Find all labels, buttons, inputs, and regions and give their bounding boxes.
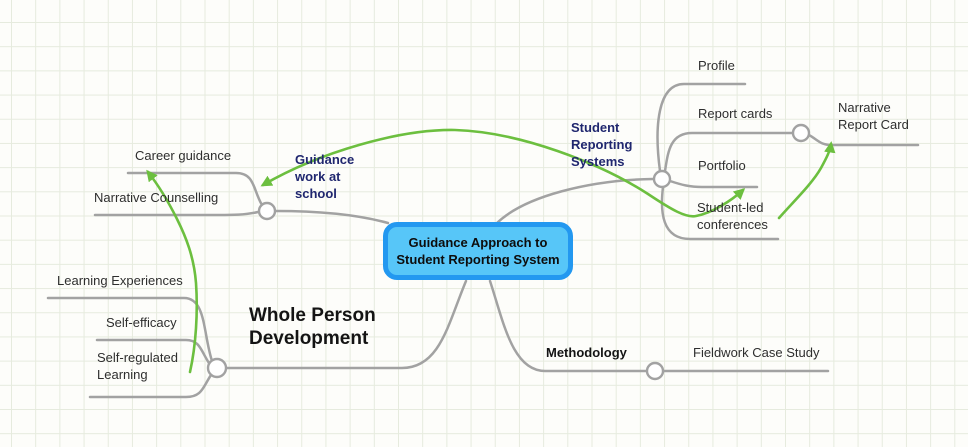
connector-root-to-guidance-work xyxy=(274,209,390,225)
root-node[interactable]: Guidance Approach to Student Reporting S… xyxy=(383,222,573,280)
node-report-cards[interactable]: Report cards xyxy=(698,106,773,121)
connector-learning-experiences xyxy=(46,296,214,363)
connector-root-to-student-reporting xyxy=(495,177,655,225)
node-self-regulated-learning[interactable]: Self-regulated Learning xyxy=(97,350,178,382)
connector-portfolio xyxy=(668,179,759,189)
node-profile[interactable]: Profile xyxy=(698,58,735,73)
node-career-guidance[interactable]: Career guidance xyxy=(135,148,232,163)
connector-self-efficacy xyxy=(95,338,211,365)
node-narrative-counselling[interactable]: Narrative Counselling xyxy=(94,190,219,205)
branch-toggle-report-cards[interactable] xyxy=(791,123,811,143)
branch-toggle-student-reporting[interactable] xyxy=(652,169,672,189)
connector-career-guidance xyxy=(126,171,264,207)
node-whole-person-development[interactable]: Whole Person Development xyxy=(249,305,376,349)
node-student-reporting-systems[interactable]: Student Reporting Systems xyxy=(571,120,633,169)
relationship-arrow-selfregulated-careerguidance[interactable] xyxy=(146,169,199,374)
node-learning-experiences[interactable]: Learning Experiences xyxy=(57,273,183,288)
node-student-led-conferences[interactable]: Student-led conferences xyxy=(697,200,768,232)
node-portfolio[interactable]: Portfolio xyxy=(698,158,746,173)
root-node-label: Guidance Approach to Student Reporting S… xyxy=(396,235,560,267)
node-self-efficacy[interactable]: Self-efficacy xyxy=(106,315,177,330)
connector-root-to-methodology xyxy=(488,279,648,373)
relationship-arrow-guidance-studentled[interactable] xyxy=(260,128,746,218)
branch-toggle-whole-person[interactable] xyxy=(206,357,228,379)
connector-narrative-counselling xyxy=(93,210,260,217)
connector-self-regulated-learning xyxy=(88,373,213,399)
node-narrative-report-card[interactable]: Narrative Report Card xyxy=(838,100,909,132)
node-fieldwork-case-study[interactable]: Fieldwork Case Study xyxy=(693,345,820,360)
connector-report-cards xyxy=(663,131,795,173)
connector-narrative-report-card xyxy=(807,133,920,147)
node-guidance-work-at-school[interactable]: Guidance work at school xyxy=(295,152,355,201)
connector-profile xyxy=(656,82,747,173)
branch-toggle-guidance-work[interactable] xyxy=(257,201,277,221)
branch-toggle-methodology[interactable] xyxy=(645,361,665,381)
connector-root-to-whole-person xyxy=(225,279,468,370)
relationship-arrow-studentled-narrativereportcard[interactable] xyxy=(777,141,836,220)
node-methodology[interactable]: Methodology xyxy=(546,345,627,360)
